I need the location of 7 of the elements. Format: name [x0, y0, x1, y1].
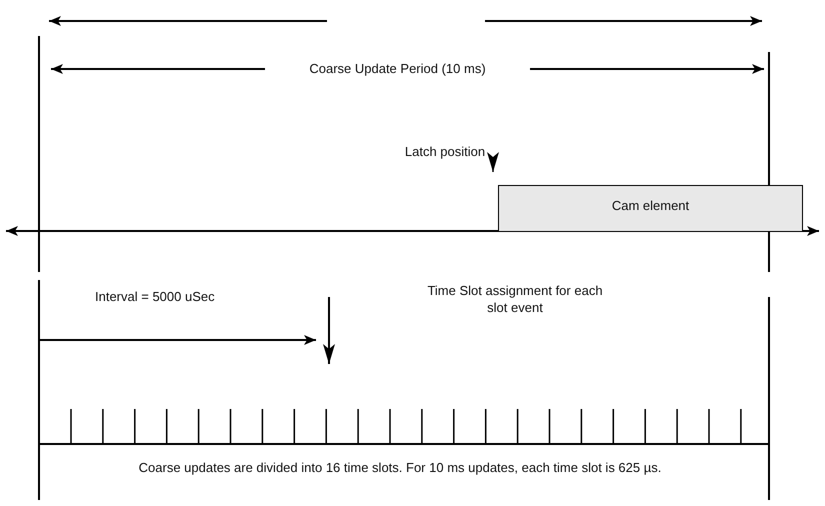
interval-label: Interval = 5000 uSec: [95, 288, 216, 305]
dimension-label: Coarse Update Period (10 ms): [308, 60, 487, 77]
note-text: Time Slot assignment for each slot event: [426, 282, 604, 316]
callout-text: Latch position: [395, 142, 495, 162]
leader-arrow: [487, 152, 499, 172]
cam-element-box: Cam element: [498, 185, 803, 231]
description-text: Coarse updates are divided into 16 time slots. For 10 ms updates, each time slot is 625 µs.: [138, 459, 662, 476]
